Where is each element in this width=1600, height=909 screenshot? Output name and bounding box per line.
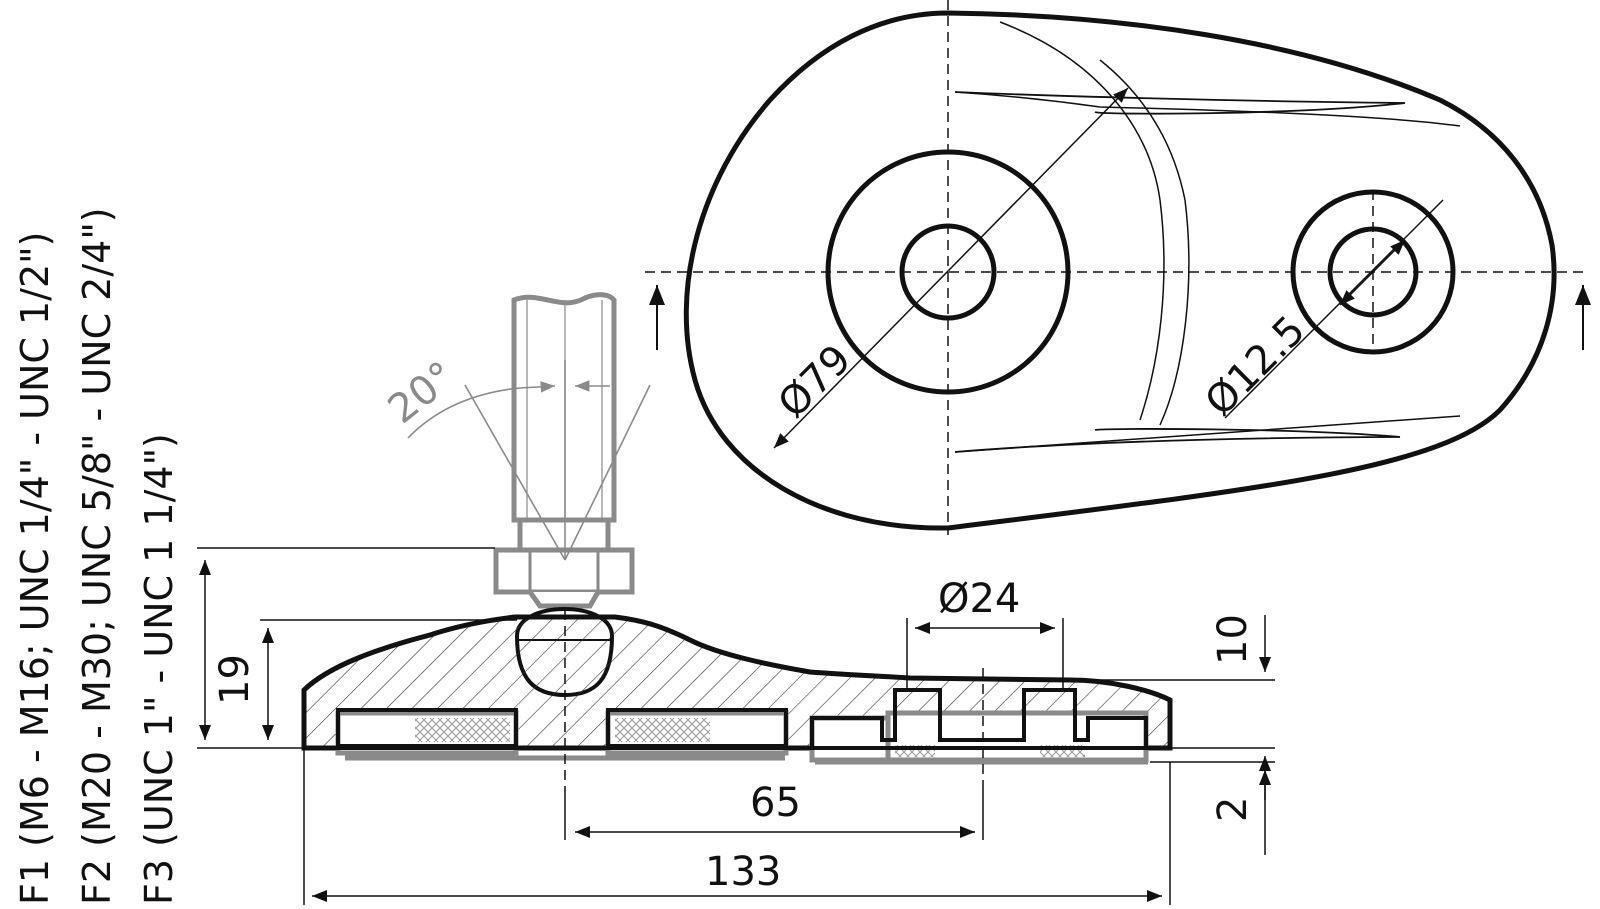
dim-diameter-24: Ø24 bbox=[938, 576, 1020, 622]
dimensions bbox=[197, 547, 1275, 905]
dim-diameter-79: Ø79 bbox=[770, 336, 861, 427]
top-view-outline bbox=[683, 10, 1557, 531]
dim-angle-20: 20° bbox=[380, 353, 464, 433]
dim-height-10: 10 bbox=[1210, 614, 1256, 665]
dim-diameter-12-5: Ø12.5 bbox=[1197, 307, 1315, 425]
angle-indicator bbox=[407, 360, 651, 561]
label-f1: F1 (M6 - M16; UNC 1/4" - UNC 1/2") bbox=[13, 232, 57, 905]
top-view: Ø79 Ø12.5 bbox=[645, 0, 1591, 535]
section-view: 20° bbox=[301, 292, 1173, 790]
dim-height-2: 2 bbox=[1210, 797, 1256, 822]
dim-length-65: 65 bbox=[750, 780, 801, 826]
dim-height-19: 19 bbox=[212, 654, 258, 705]
label-f2: F2 (M20 - M30; UNC 5/8" - UNC 2/4") bbox=[75, 207, 119, 905]
label-f3: F3 (UNC 1" - UNC 1 1/4") bbox=[137, 433, 181, 905]
dim-length-133: 133 bbox=[705, 849, 781, 895]
